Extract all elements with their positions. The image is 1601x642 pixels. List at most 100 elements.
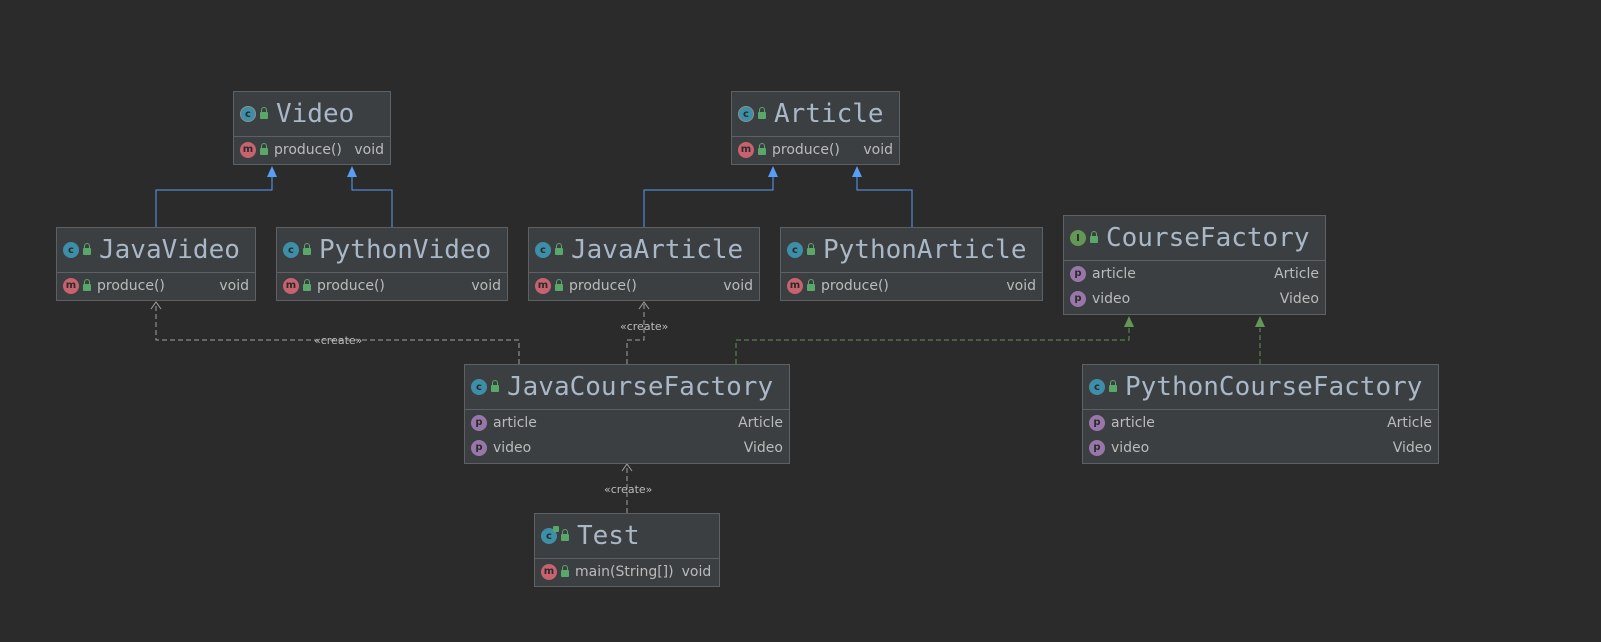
class-node-test[interactable]: c Test m main(String[]) void: [534, 513, 720, 587]
property-icon: p: [1070, 265, 1086, 282]
method-row[interactable]: m main(String[]) void: [535, 559, 719, 584]
static-method-icon: m: [541, 563, 557, 580]
node-title: JavaVideo: [99, 235, 240, 265]
member-name: produce(): [569, 277, 637, 294]
node-title: PythonVideo: [319, 235, 492, 265]
method-row[interactable]: m produce() void: [234, 137, 390, 162]
member-type: void: [681, 563, 712, 580]
property-row[interactable]: p video Video: [465, 435, 789, 460]
public-visibility-icon: [555, 243, 563, 255]
runnable-class-icon: c: [541, 526, 559, 544]
public-visibility-icon: [260, 107, 268, 119]
method-icon: m: [283, 277, 299, 294]
extends-arrowhead: [267, 166, 277, 177]
member-type: Article: [1387, 414, 1432, 431]
property-row[interactable]: p article Article: [465, 410, 789, 435]
property-row[interactable]: p video Video: [1064, 286, 1325, 311]
node-header: c JavaCourseFactory: [465, 365, 789, 410]
create-arrowhead: [638, 301, 650, 310]
public-visibility-icon: [561, 529, 569, 541]
node-header: c JavaVideo: [57, 228, 255, 273]
node-header: c PythonCourseFactory: [1083, 365, 1438, 410]
member-type: void: [471, 277, 501, 294]
node-header: I CourseFactory: [1064, 216, 1325, 261]
interface-icon: I: [1070, 230, 1086, 246]
member-name: produce(): [317, 277, 385, 294]
property-icon: p: [471, 414, 487, 431]
member-type: void: [354, 141, 384, 158]
node-title: Article: [774, 99, 884, 129]
property-icon: p: [1089, 414, 1105, 431]
public-visibility-icon: [758, 142, 766, 155]
node-title: JavaCourseFactory: [507, 372, 774, 402]
public-visibility-icon: [303, 278, 311, 291]
node-title: JavaArticle: [571, 235, 744, 265]
property-icon: p: [471, 439, 487, 456]
member-name: produce(): [772, 141, 840, 158]
method-row[interactable]: m produce() void: [57, 273, 255, 298]
node-title: CourseFactory: [1106, 223, 1310, 253]
abstract-class-icon: c: [738, 106, 754, 122]
class-node-pythoncoursefactory[interactable]: c PythonCourseFactory p article Article …: [1082, 364, 1439, 464]
member-type: Video: [1392, 439, 1432, 456]
property-row[interactable]: p article Article: [1083, 410, 1438, 435]
class-node-pythonarticle[interactable]: c PythonArticle m produce() void: [780, 227, 1043, 301]
public-visibility-icon: [1090, 231, 1098, 243]
class-node-pythonvideo[interactable]: c PythonVideo m produce() void: [276, 227, 508, 301]
public-visibility-icon: [260, 142, 268, 155]
public-visibility-icon: [83, 243, 91, 255]
member-name: video: [1111, 439, 1150, 456]
implements-edge-javacoursefactory-coursefactory: [735, 328, 1130, 364]
member-name: video: [1092, 290, 1131, 307]
method-row[interactable]: m produce() void: [277, 273, 507, 298]
member-name: article: [493, 414, 537, 431]
create-label: «create»: [620, 320, 669, 333]
create-arrowhead: [621, 463, 633, 472]
implements-arrowhead: [1255, 316, 1265, 327]
extends-arrowhead: [768, 166, 778, 177]
member-type: void: [219, 277, 249, 294]
class-icon: c: [1089, 379, 1105, 395]
class-icon: c: [63, 242, 79, 258]
class-node-javavideo[interactable]: c JavaVideo m produce() void: [56, 227, 256, 301]
extends-edge-javavideo-video: [155, 172, 273, 228]
class-icon: c: [535, 242, 551, 258]
public-visibility-icon: [303, 243, 311, 255]
member-name: produce(): [821, 277, 889, 294]
property-icon: p: [1089, 439, 1105, 456]
member-type: void: [723, 277, 753, 294]
method-row[interactable]: m produce() void: [732, 137, 899, 162]
property-row[interactable]: p video Video: [1083, 435, 1438, 460]
member-type: void: [863, 141, 893, 158]
public-visibility-icon: [555, 278, 563, 291]
class-icon: c: [471, 379, 487, 395]
member-name: produce(): [97, 277, 165, 294]
member-name: article: [1092, 265, 1136, 282]
class-node-article[interactable]: c Article m produce() void: [731, 91, 900, 165]
create-label: «create»: [604, 483, 653, 496]
property-row[interactable]: p article Article: [1064, 261, 1325, 286]
extends-edge-javaarticle-article: [643, 172, 774, 228]
create-edge-javacoursefactory-javavideo: [155, 304, 520, 364]
node-title: PythonCourseFactory: [1125, 372, 1423, 402]
node-title: Test: [577, 521, 640, 551]
member-type: Article: [738, 414, 783, 431]
public-visibility-icon: [807, 243, 815, 255]
method-row[interactable]: m produce() void: [529, 273, 759, 298]
member-name: article: [1111, 414, 1155, 431]
node-header: c Article: [732, 92, 899, 137]
abstract-class-icon: c: [240, 106, 256, 122]
member-type: Video: [743, 439, 783, 456]
class-node-video[interactable]: c Video m produce() void: [233, 91, 391, 165]
class-node-javaarticle[interactable]: c JavaArticle m produce() void: [528, 227, 760, 301]
class-node-javacoursefactory[interactable]: c JavaCourseFactory p article Article p …: [464, 364, 790, 464]
node-header: c PythonArticle: [781, 228, 1042, 273]
class-icon: c: [787, 242, 803, 258]
method-row[interactable]: m produce() void: [781, 273, 1042, 298]
node-header: c Test: [535, 514, 719, 559]
node-title: Video: [276, 99, 355, 129]
public-visibility-icon: [1109, 380, 1117, 392]
interface-node-coursefactory[interactable]: I CourseFactory p article Article p vide…: [1063, 215, 1326, 315]
extends-edge-pythonvideo-video: [351, 172, 393, 228]
